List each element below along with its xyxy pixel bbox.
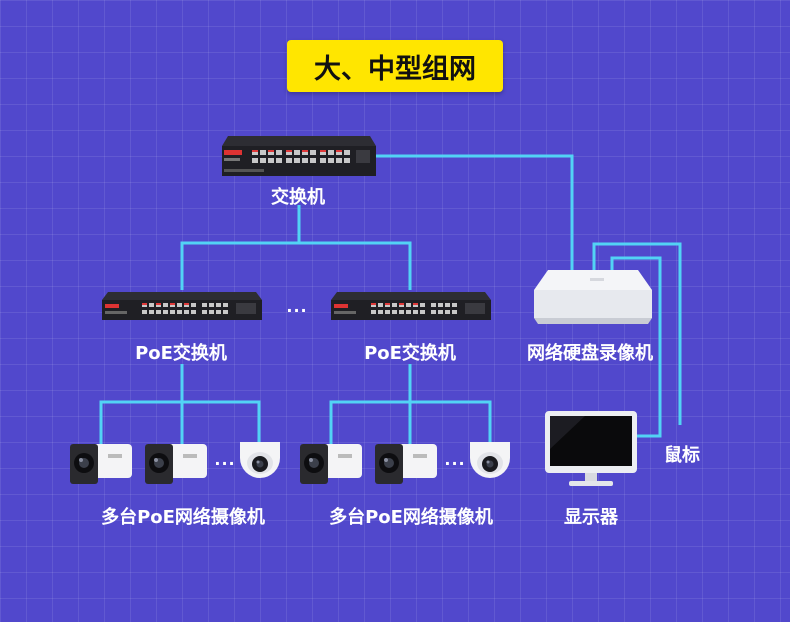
monitor-label: 显示器 (564, 507, 618, 528)
nvr-icon (534, 270, 652, 324)
dome-camera-icon (470, 442, 510, 478)
poe-switch-2-icon (331, 292, 491, 320)
page-title: 大、中型组网 (287, 40, 503, 92)
camera-ellipsis-1: ... (214, 450, 236, 469)
poe-switch-1-label: PoE交换机 (135, 343, 227, 364)
dome-camera-icon (240, 442, 280, 478)
core-switch-label: 交换机 (271, 187, 325, 208)
monitor-icon (545, 411, 637, 486)
poe-switch-1-icon (102, 292, 262, 320)
bullet-camera-icon (375, 444, 437, 484)
nvr-label: 网络硬盘录像机 (527, 343, 653, 364)
bullet-camera-icon (300, 444, 362, 484)
poe-switch-2-label: PoE交换机 (364, 343, 456, 364)
bullet-camera-icon (145, 444, 207, 484)
switch-ellipsis: ... (286, 297, 308, 316)
bullet-camera-icon (70, 444, 132, 484)
mouse-label: 鼠标 (664, 445, 700, 466)
cameras-1-label: 多台PoE网络摄像机 (101, 507, 265, 528)
cameras-2-label: 多台PoE网络摄像机 (329, 507, 493, 528)
core-switch-icon (222, 136, 376, 176)
camera-ellipsis-2: ... (444, 450, 466, 469)
